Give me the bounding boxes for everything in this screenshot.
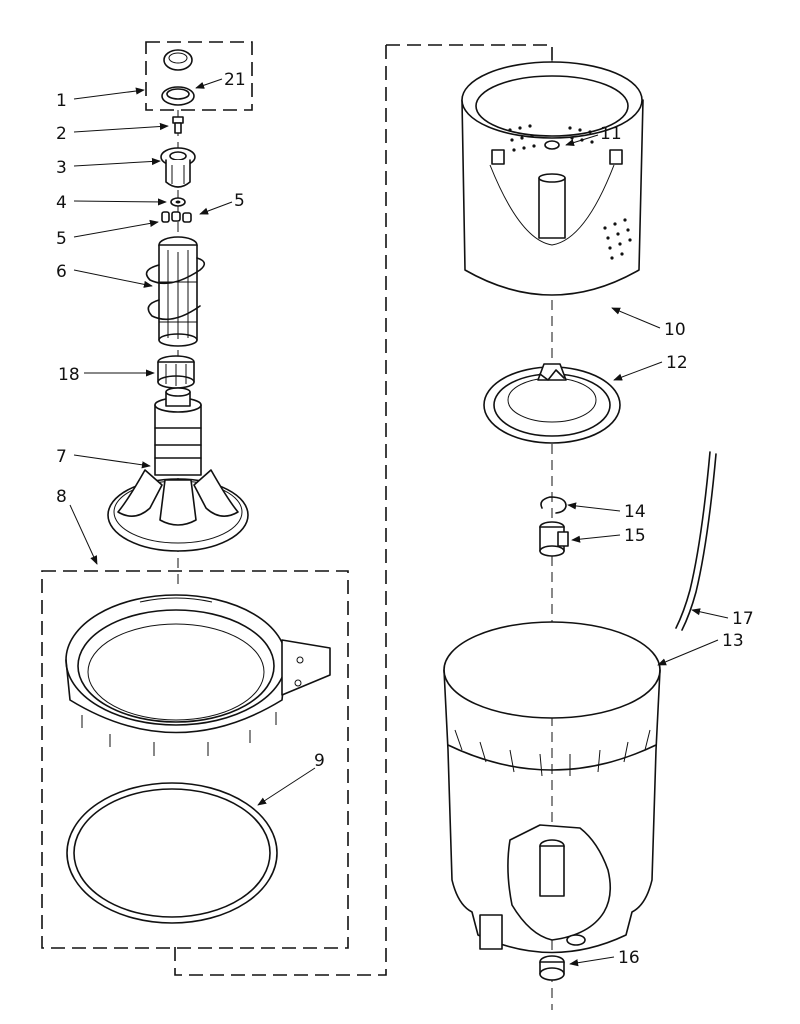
callout-10: 10 [664,320,686,340]
callout-6: 6 [56,262,67,282]
part-9-gasket [66,782,278,924]
part-15-bearing [539,521,569,557]
part-7-agitator-base [107,387,249,552]
callout-5-left: 5 [56,229,67,249]
callout-18: 18 [58,365,80,385]
callout-4: 4 [56,193,67,213]
part-3-cam [160,147,196,188]
part-10-spin-basket [461,61,644,296]
part-17-hose [675,451,717,631]
callout-12: 12 [666,353,688,373]
group-connector-line [174,44,553,976]
part-5-dogs [161,211,192,223]
callout-14: 14 [624,502,646,522]
callout-21: 21 [224,70,246,90]
callout-11: 11 [600,124,622,144]
part-4-washer [170,197,186,207]
callout-5-right: 5 [234,191,245,211]
callout-2: 2 [56,124,67,144]
callout-8: 8 [56,487,67,507]
part-8-tub-ring [65,594,331,756]
part-21-seal-ring [161,86,195,106]
callout-16: 16 [618,948,640,968]
group-box-8 [41,570,349,949]
callout-1: 1 [56,91,67,111]
part-18-collar [157,355,195,389]
part-13-outer-tub [443,621,661,954]
part-14-retaining-ring [540,496,567,514]
callout-3: 3 [56,158,67,178]
callout-13: 13 [722,631,744,651]
group-box-1 [145,41,253,111]
agitator-cap [163,49,193,71]
callout-9: 9 [314,751,325,771]
part-16-nut [539,955,565,981]
part-12-hub-plate [483,363,621,444]
part-6-auger [145,236,206,347]
callout-15: 15 [624,526,646,546]
leader-lines [69,78,729,967]
part-2-bolt [172,116,184,134]
callout-17: 17 [732,609,754,629]
callout-7: 7 [56,447,67,467]
